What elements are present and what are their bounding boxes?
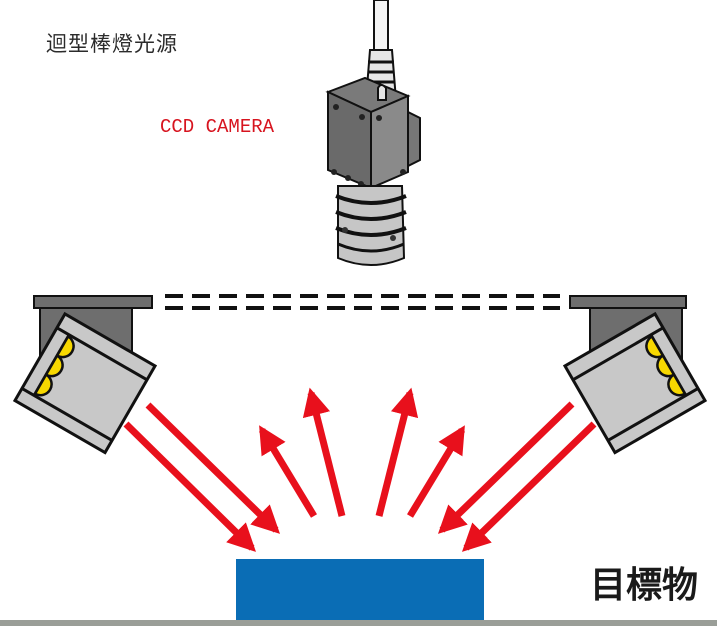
left-bar-light [12,295,158,455]
target-label: 目標物 [590,565,699,606]
reflected-ray [375,387,419,517]
reflected-ray [407,425,465,518]
right-bar-light [562,295,708,455]
left-mount-plate [33,295,153,309]
incident-ray [123,421,256,552]
incident-ray [145,402,281,534]
diagram-title: 迴型棒燈光源 [46,32,178,56]
target-object [236,559,484,621]
ccd-camera [325,0,421,266]
incident-ray [437,401,575,534]
ring-connection [165,294,560,310]
incident-ray [461,421,597,552]
led-icon [33,372,53,397]
reflected-ray [302,387,346,517]
reflected-ray [259,425,317,518]
right-mount-plate [569,295,687,309]
ground-line [0,620,717,626]
camera-label: CCD CAMERA [160,116,275,138]
led-icon [667,372,687,397]
camera-body [325,76,421,190]
camera-lens [335,185,407,266]
